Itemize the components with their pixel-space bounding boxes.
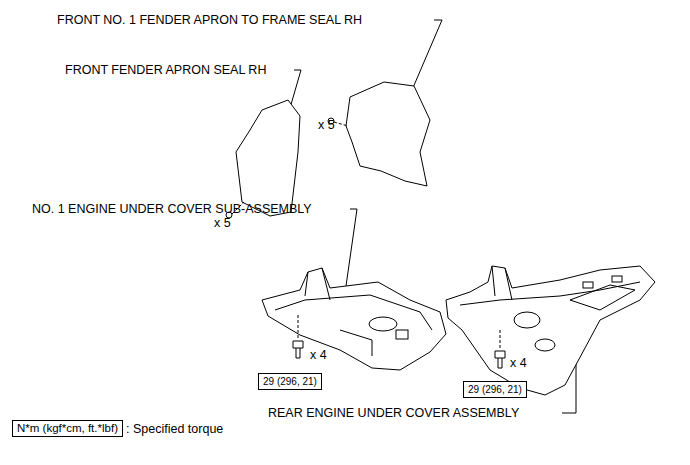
part-name: FRONT FENDER APRON SEAL RH [65,63,266,77]
torque-box: 29 (296, 21) [463,381,527,398]
torque-box: 29 (296, 21) [258,373,322,390]
legend-note: : Specified torque [126,422,223,436]
legend-torque-box: N*m (kgf*cm, ft.*lbf) [12,420,123,437]
quantity-mark: x 5 [214,216,231,230]
torque-value: 29 (296, 21) [263,375,317,388]
part-name: NO. 1 ENGINE UNDER COVER SUB-ASSEMBLY [32,202,312,216]
quantity-mark: x 5 [318,118,335,132]
quantity-mark: x 4 [510,356,527,370]
part-name: REAR ENGINE UNDER COVER ASSEMBLY [268,406,519,420]
torque-value: N*m (kgf*cm, ft.*lbf) [17,422,118,435]
part-name: FRONT NO. 1 FENDER APRON TO FRAME SEAL R… [57,13,362,27]
quantity-mark: x 4 [310,348,327,362]
torque-value: 29 (296, 21) [468,383,522,396]
